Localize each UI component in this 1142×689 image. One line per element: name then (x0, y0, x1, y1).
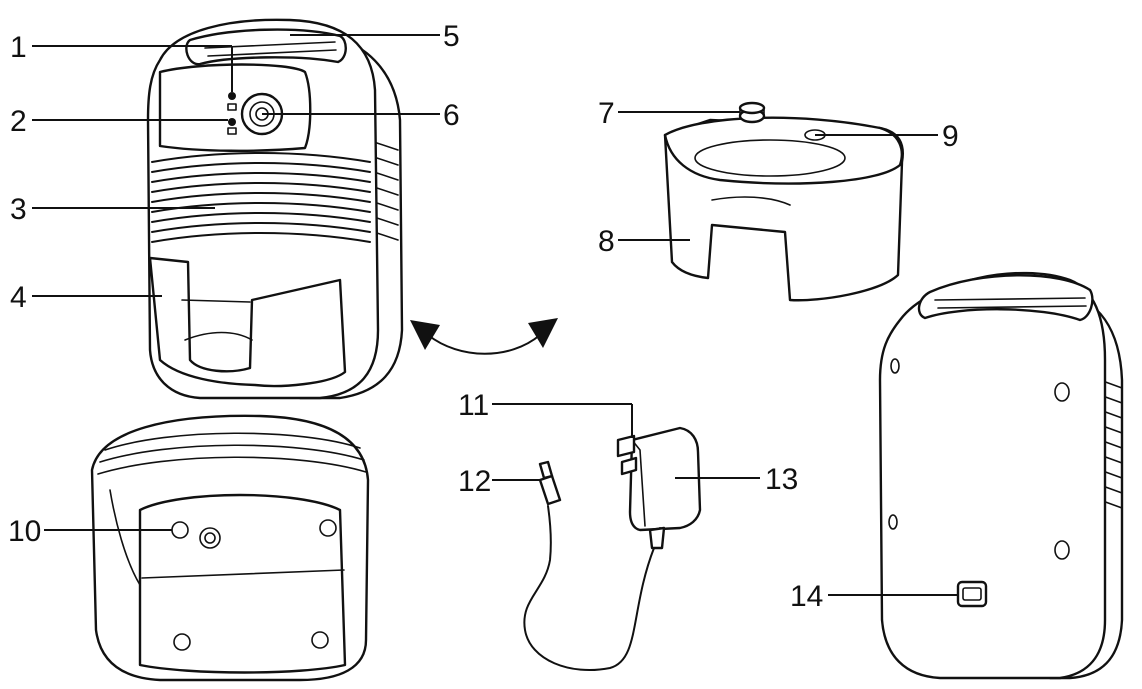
dehumidifier-front-icon (146, 18, 404, 400)
callout-numbers: 1 2 3 4 5 6 7 8 9 10 11 12 13 14 (8, 20, 959, 613)
callout-2: 2 (10, 105, 27, 138)
callout-8: 8 (598, 225, 615, 258)
callout-10: 10 (8, 515, 41, 548)
rotate-arrow-icon (410, 318, 558, 355)
dehumidifier-back-icon (878, 271, 1124, 680)
callout-13: 13 (765, 463, 798, 496)
callout-14: 14 (790, 580, 823, 613)
callout-3: 3 (10, 193, 27, 226)
callout-11: 11 (458, 389, 489, 422)
callout-9: 9 (942, 120, 959, 153)
callout-5: 5 (443, 20, 460, 53)
callout-12: 12 (458, 465, 491, 498)
power-adapter-icon (523, 426, 702, 672)
leader-lines (32, 34, 958, 596)
callout-6: 6 (443, 99, 460, 132)
callout-1: 1 (10, 31, 27, 64)
water-tank-icon (663, 101, 904, 302)
callout-4: 4 (10, 281, 27, 314)
callout-7: 7 (598, 97, 615, 130)
dehumidifier-bottom-icon (90, 414, 370, 682)
